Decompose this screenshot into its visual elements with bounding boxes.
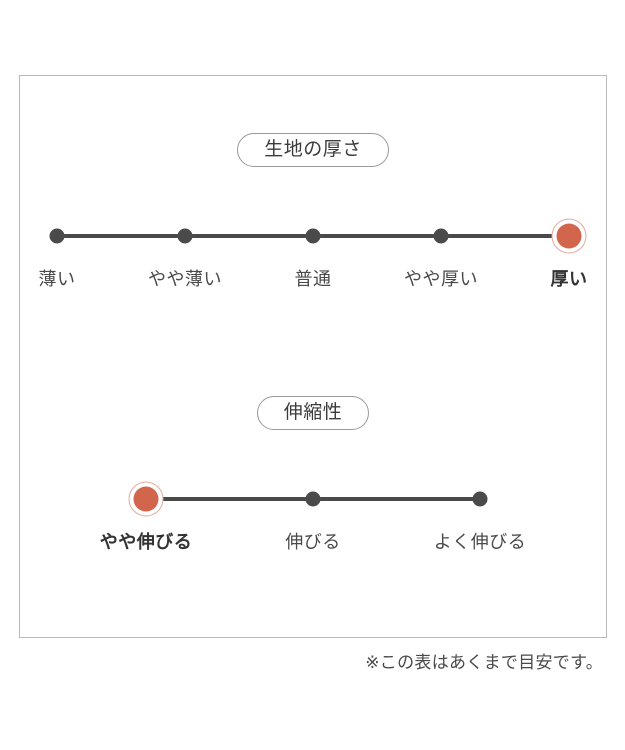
thickness-dot-4[interactable]: [433, 228, 449, 244]
stretch-label-row: やや伸びる 伸びる よく伸びる: [100, 528, 526, 558]
thickness-label-1: 薄い: [38, 269, 76, 289]
thickness-dot-3[interactable]: [305, 228, 321, 244]
thickness-dot-5-selected[interactable]: [556, 223, 582, 249]
attribute-section-stretch: 伸縮性 やや伸びる 伸びる よく伸びる: [20, 396, 606, 558]
fabric-attribute-panel: 生地の厚さ 薄い やや薄い 普通 やや厚い 厚い 伸縮性: [19, 75, 607, 638]
thickness-dot-2[interactable]: [177, 228, 193, 244]
stretch-label-3: よく伸びる: [433, 532, 527, 552]
stretch-scale-track: [133, 484, 488, 514]
chart-footnote: ※この表はあくまで目安です。: [365, 653, 603, 672]
thickness-label-2: やや薄い: [148, 269, 222, 289]
stretch-dot-2[interactable]: [305, 491, 321, 507]
thickness-label-5-selected: 厚い: [550, 269, 588, 289]
stretch-label-1-selected: やや伸びる: [99, 532, 193, 552]
stretch-label-2: 伸びる: [285, 532, 341, 552]
thickness-label-3: 普通: [294, 269, 332, 289]
thickness-dot-1[interactable]: [49, 228, 65, 244]
stretch-heading-pill: 伸縮性: [256, 396, 370, 430]
thickness-label-row: 薄い やや薄い 普通 やや厚い 厚い: [39, 265, 588, 295]
stretch-dot-1-selected[interactable]: [133, 486, 159, 512]
thickness-label-4: やや厚い: [404, 269, 478, 289]
attribute-section-thickness: 生地の厚さ 薄い やや薄い 普通 やや厚い 厚い: [20, 133, 606, 295]
thickness-heading-wrap: 生地の厚さ: [20, 133, 606, 167]
thickness-heading-pill: 生地の厚さ: [237, 133, 389, 167]
thickness-scale-track: [49, 221, 582, 251]
stretch-heading-wrap: 伸縮性: [20, 396, 606, 430]
stretch-dot-3[interactable]: [472, 491, 488, 507]
